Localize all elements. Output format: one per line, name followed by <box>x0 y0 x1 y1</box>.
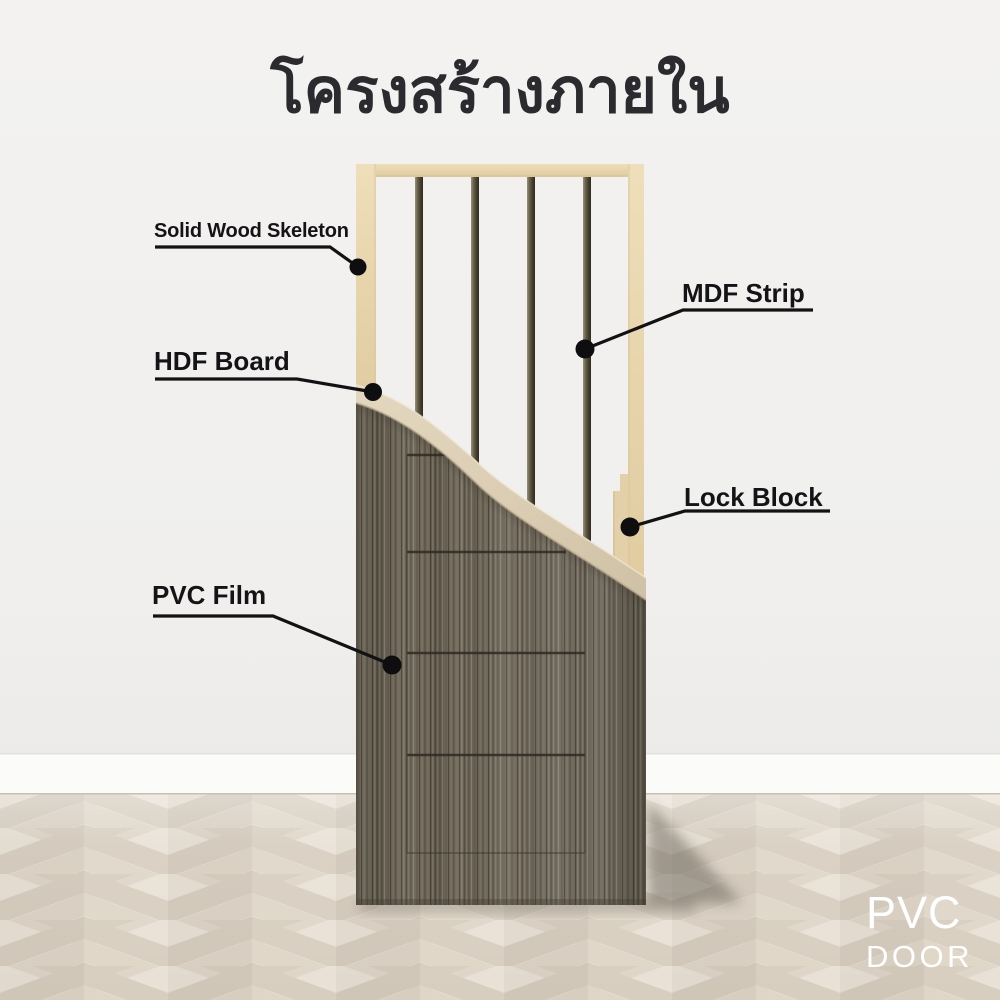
callout-dot-mdf-strip <box>575 339 595 359</box>
mdf-strip-3 <box>527 177 535 597</box>
callout-dot-solid-wood-skeleton <box>349 258 367 276</box>
callout-dot-pvc-film <box>382 655 402 675</box>
label-hdf-board: HDF Board <box>154 346 290 376</box>
mdf-strips <box>415 177 591 597</box>
callout-line-lock-block <box>629 509 830 529</box>
callout-line-mdf-strip <box>584 308 813 351</box>
mdf-strip-2 <box>471 177 479 597</box>
page-title: โครงสร้างภายใน <box>270 57 730 126</box>
frame-left-stile <box>356 164 376 414</box>
callouts <box>153 245 830 667</box>
callout-line-solid-wood-skeleton <box>155 245 359 269</box>
callout-line-pvc-film <box>153 614 393 667</box>
door-diagram <box>355 164 647 905</box>
callout-dots <box>349 258 640 675</box>
frame-right-stile <box>628 164 644 604</box>
label-solid-wood-skeleton: Solid Wood Skeleton <box>154 220 349 242</box>
logo-line-door: DOOR <box>866 939 973 974</box>
door-grooves <box>406 453 586 854</box>
callout-line-hdf-board <box>155 377 374 394</box>
logo-line-pvc: PVC <box>866 887 962 938</box>
hdf-board-layer <box>355 384 647 601</box>
mdf-strip-1 <box>415 177 423 597</box>
callout-dot-lock-block <box>620 517 640 537</box>
mdf-strip-4 <box>583 177 591 597</box>
frame-top-rail <box>356 164 644 177</box>
callout-dot-hdf-board <box>364 383 382 401</box>
label-pvc-film: PVC Film <box>152 580 267 610</box>
brand-logo: PVC DOOR <box>866 890 973 972</box>
label-mdf-strip: MDF Strip <box>682 278 805 308</box>
label-lock-block: Lock Block <box>684 482 823 512</box>
